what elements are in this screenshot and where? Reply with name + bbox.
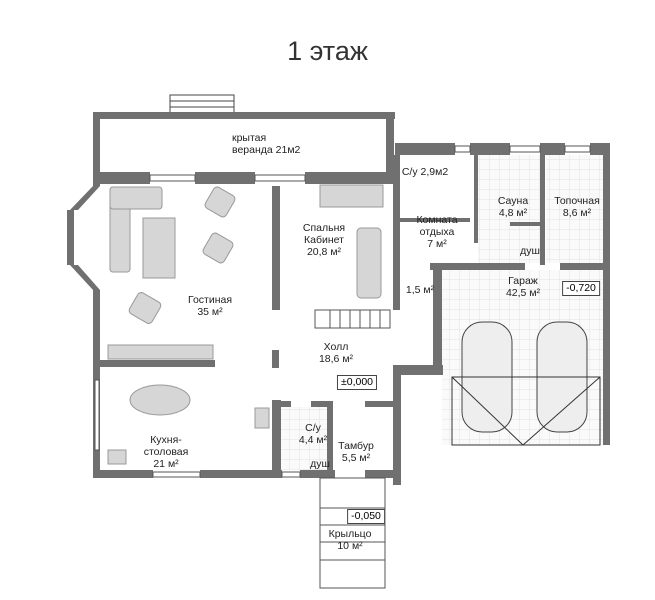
wc-floor (281, 407, 327, 470)
room-corridor: 1,5 м² (405, 284, 435, 296)
hall-stairs (314, 309, 391, 329)
windows (94, 145, 591, 478)
furniture (107, 184, 384, 465)
garage-gates (451, 376, 601, 446)
veranda-steps (169, 94, 235, 114)
page-title: 1 этаж (287, 36, 368, 66)
level-hall: ±0,000 (336, 375, 378, 390)
room-wc-small: С/у 2,9м2 (401, 166, 449, 178)
level-garage: -0,720 (562, 281, 600, 296)
shower-label: душ (520, 245, 540, 257)
boiler-floor (546, 155, 603, 263)
level-porch: -0,050 (347, 509, 385, 524)
sauna-floor (478, 155, 540, 263)
porch-steps (319, 477, 386, 589)
shower-label-wc: душ (310, 458, 330, 470)
